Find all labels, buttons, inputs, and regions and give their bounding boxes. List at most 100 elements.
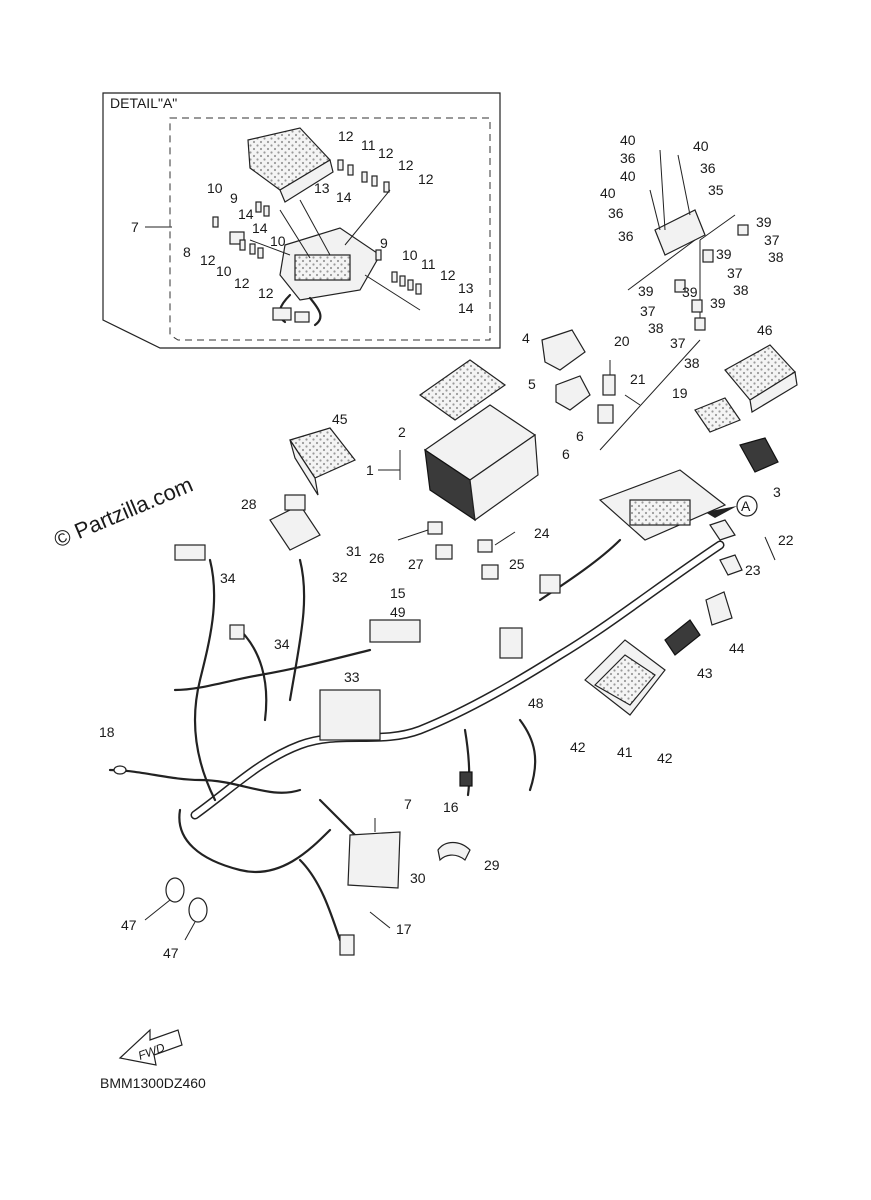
- callout-11: 11: [361, 137, 376, 153]
- callout-1: 1: [366, 462, 374, 478]
- callout-12: 12: [398, 157, 414, 173]
- callout-31: 31: [346, 543, 362, 559]
- callout-40: 40: [600, 185, 616, 201]
- callout-36: 36: [620, 150, 636, 166]
- detail-leader-lines: [249, 189, 421, 311]
- clamp-29-part: [437, 841, 471, 862]
- connector-parts: [397, 521, 516, 580]
- callout-15: 15: [390, 585, 406, 601]
- callout-12: 12: [258, 285, 274, 301]
- callout-38: 38: [684, 355, 700, 371]
- callout-40: 40: [620, 168, 636, 184]
- callout-35: 35: [708, 182, 724, 198]
- callout-21: 21: [630, 371, 646, 387]
- callout-10: 10: [270, 233, 286, 249]
- callout-39: 39: [756, 214, 772, 230]
- callout-39: 39: [638, 283, 654, 299]
- callout-14: 14: [238, 206, 254, 222]
- callout-19: 19: [672, 385, 688, 401]
- main-wire-harness: [108, 538, 725, 956]
- callout-12: 12: [440, 267, 456, 283]
- callout-10: 10: [207, 180, 223, 196]
- component-43-part: [664, 619, 701, 656]
- callout-14: 14: [458, 300, 474, 316]
- fuse-box-part: [272, 227, 381, 327]
- callout-12: 12: [234, 275, 250, 291]
- callout-28: 28: [241, 496, 257, 512]
- callout-14: 14: [336, 189, 352, 205]
- callout-33: 33: [344, 669, 360, 685]
- callout-12: 12: [200, 252, 216, 268]
- callout-32: 32: [332, 569, 348, 585]
- callout-39: 39: [716, 246, 732, 262]
- callout-11: 11: [421, 256, 436, 272]
- callout-42: 42: [657, 750, 673, 766]
- callout-6: 6: [576, 428, 584, 444]
- callout-34: 34: [274, 636, 290, 652]
- callout-a-marker: A: [705, 495, 758, 518]
- relay-parts: [541, 329, 641, 424]
- callout-10: 10: [216, 263, 232, 279]
- callout-4: 4: [522, 330, 530, 346]
- callout-12: 12: [338, 128, 354, 144]
- partzilla-watermark: © Partzilla.com: [50, 472, 196, 553]
- relay-cover-part: [247, 127, 334, 203]
- callout-18: 18: [99, 724, 115, 740]
- callout-47: 47: [121, 917, 137, 933]
- bracket-30-part: [347, 818, 401, 889]
- callout-16: 16: [443, 799, 459, 815]
- detail-a-panel: DETAIL"A": [102, 92, 501, 349]
- callout-41: 41: [617, 744, 633, 760]
- callout-37: 37: [640, 303, 656, 319]
- bracket-assembly: [599, 149, 749, 451]
- callout-39: 39: [682, 284, 698, 300]
- callout-a-label: A: [741, 498, 751, 514]
- reference-code: BMM1300DZ460: [100, 1075, 206, 1091]
- ecu-45-part: [289, 427, 356, 496]
- callout-25: 25: [509, 556, 525, 572]
- callout-49: 49: [390, 604, 406, 620]
- callout-29: 29: [484, 857, 500, 873]
- callout-36: 36: [618, 228, 634, 244]
- callout-20: 20: [614, 333, 630, 349]
- callout-40: 40: [693, 138, 709, 154]
- callout-8: 8: [183, 244, 191, 260]
- callout-14: 14: [252, 220, 268, 236]
- callout-48: 48: [528, 695, 544, 711]
- callout-36: 36: [700, 160, 716, 176]
- detail-a-title: DETAIL"A": [110, 95, 177, 111]
- callout-34: 34: [220, 570, 236, 586]
- callout-2: 2: [398, 424, 406, 440]
- component-44-part: [705, 591, 733, 626]
- callout-43: 43: [697, 665, 713, 681]
- callout-23: 23: [745, 562, 761, 578]
- callout-26: 26: [369, 550, 385, 566]
- callout-10: 10: [402, 247, 418, 263]
- callout-36: 36: [608, 205, 624, 221]
- callout-40: 40: [620, 132, 636, 148]
- callout-6: 6: [562, 446, 570, 462]
- callout-37: 37: [764, 232, 780, 248]
- band-47-parts: [144, 877, 208, 941]
- fuse-box-main: [598, 469, 743, 576]
- callout-27: 27: [408, 556, 424, 572]
- component-41-part: [584, 639, 666, 716]
- callout-38: 38: [733, 282, 749, 298]
- callout-38: 38: [768, 249, 784, 265]
- callout-5: 5: [528, 376, 536, 392]
- callout-44: 44: [729, 640, 745, 656]
- callout-3: 3: [773, 484, 781, 500]
- callout-12: 12: [418, 171, 434, 187]
- callout-45: 45: [332, 411, 348, 427]
- callout-37: 37: [727, 265, 743, 281]
- callout-37: 37: [670, 335, 686, 351]
- relay-3-part: [739, 437, 779, 473]
- callout-22: 22: [778, 532, 794, 548]
- callout-9: 9: [230, 190, 238, 206]
- battery-part: [418, 359, 539, 522]
- callout-13: 13: [458, 280, 474, 296]
- callout-47: 47: [163, 945, 179, 961]
- callout-7-detail: 7: [131, 219, 139, 235]
- callout-13: 13: [314, 180, 330, 196]
